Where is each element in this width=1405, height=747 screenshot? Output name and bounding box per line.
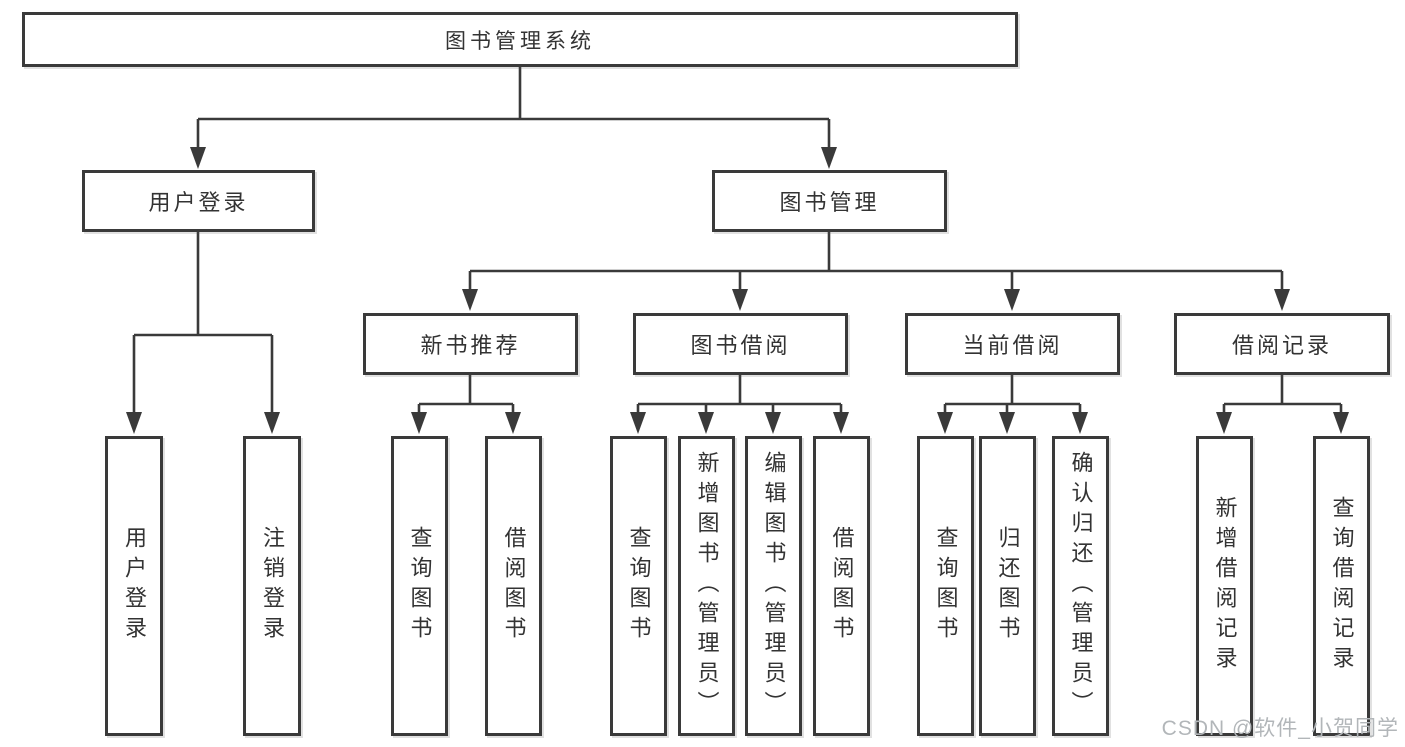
node-label: 用户登录 [122, 526, 147, 646]
node-new-book-recommendation: 新书推荐 [363, 313, 578, 375]
node-label: 图书管理系统 [445, 29, 595, 53]
node-current-borrowing: 当前借阅 [905, 313, 1120, 375]
node-borrowing-records: 借阅记录 [1174, 313, 1390, 375]
node-leaf-user-login: 用户登录 [105, 436, 163, 736]
node-library-system: 图书管理系统 [22, 12, 1018, 67]
node-label: 编辑图书（管理员） [761, 451, 787, 721]
node-leaf-query-books-current: 查询图书 [917, 436, 974, 736]
node-label: 借阅图书 [501, 526, 527, 646]
node-label: 借阅记录 [1231, 333, 1332, 358]
node-label: 归还图书 [995, 526, 1021, 646]
node-leaf-return-book: 归还图书 [979, 436, 1036, 736]
node-leaf-query-borrow-record: 查询借阅记录 [1313, 436, 1370, 736]
watermark-csdn: CSDN @软件_小贺同学 [1161, 717, 1399, 740]
node-label: 注销登录 [260, 526, 285, 646]
node-user-login: 用户登录 [82, 170, 315, 232]
node-leaf-confirm-return-admin: 确认归还（管理员） [1052, 436, 1109, 736]
node-label: 新书推荐 [420, 333, 521, 358]
node-label: 新增借阅记录 [1212, 496, 1238, 676]
node-label: 图书管理 [779, 190, 880, 215]
node-label: 用户登录 [148, 190, 249, 215]
node-leaf-borrow-books-recommend: 借阅图书 [485, 436, 542, 736]
node-label: 查询图书 [933, 526, 959, 646]
node-label: 查询图书 [626, 526, 652, 646]
node-label: 确认归还（管理员） [1068, 451, 1094, 721]
node-book-management: 图书管理 [712, 170, 947, 232]
node-label: 当前借阅 [962, 333, 1063, 358]
node-label: 查询图书 [407, 526, 433, 646]
node-label: 借阅图书 [829, 526, 855, 646]
node-book-borrowing: 图书借阅 [633, 313, 848, 375]
node-leaf-borrow-books-borrow: 借阅图书 [813, 436, 870, 736]
node-label: 查询借阅记录 [1329, 496, 1355, 676]
node-label: 图书借阅 [690, 333, 791, 358]
node-leaf-add-book-admin: 新增图书（管理员） [678, 436, 735, 736]
node-leaf-edit-book-admin: 编辑图书（管理员） [745, 436, 802, 736]
node-leaf-query-books-recommend: 查询图书 [391, 436, 448, 736]
node-leaf-add-borrow-record: 新增借阅记录 [1196, 436, 1253, 736]
node-leaf-query-books-borrow: 查询图书 [610, 436, 667, 736]
node-leaf-logout: 注销登录 [243, 436, 301, 736]
node-label: 新增图书（管理员） [694, 451, 720, 721]
